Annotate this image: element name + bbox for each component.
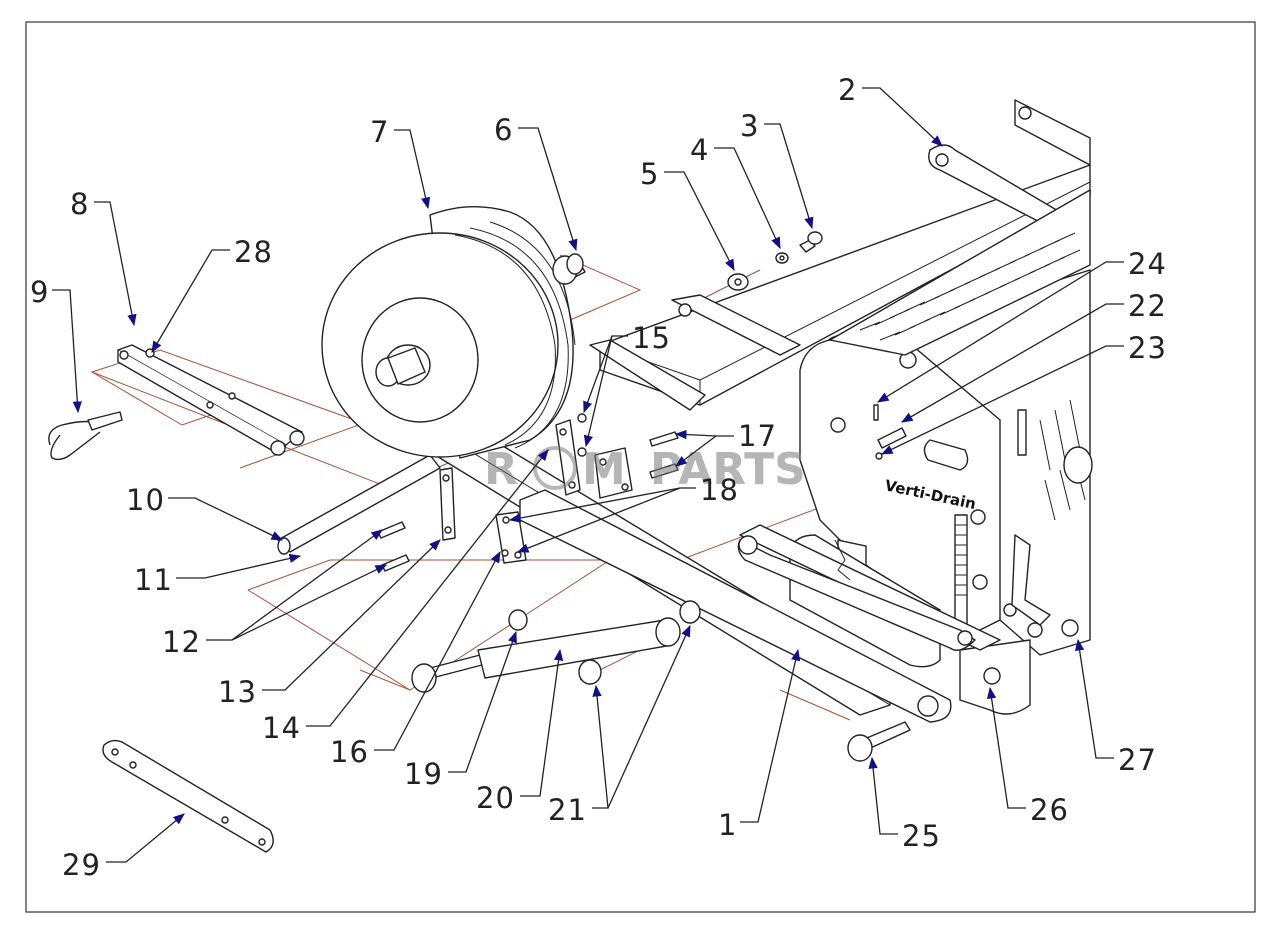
watermark-letter-m: M — [582, 444, 626, 495]
watermark-letter-r: R — [484, 444, 518, 495]
left-rail — [117, 344, 305, 456]
callout-10: 10 — [126, 483, 165, 517]
leader-21b — [607, 624, 691, 809]
callout-28: 28 — [234, 235, 273, 269]
callout-2: 2 — [838, 73, 857, 107]
pivot-pin — [847, 721, 911, 762]
callout-18: 18 — [700, 473, 739, 507]
leader-10 — [168, 497, 284, 541]
guard-slots — [859, 232, 1081, 341]
leader-11 — [176, 553, 302, 579]
leader-20 — [520, 648, 564, 797]
callout-27: 27 — [1118, 743, 1157, 777]
leader-2 — [862, 87, 943, 147]
leader-22 — [900, 303, 1124, 423]
leader-5 — [664, 171, 735, 272]
callout-5: 5 — [640, 157, 659, 191]
fasteners-top — [727, 231, 823, 291]
callout-29: 29 — [62, 848, 101, 882]
watermark-logo-ring — [533, 446, 577, 490]
callout-20: 20 — [476, 781, 515, 815]
clip-23 — [875, 452, 883, 460]
bolt-24 — [873, 404, 879, 421]
callout-11: 11 — [134, 563, 173, 597]
callout-9: 9 — [30, 275, 49, 309]
callout-4: 4 — [690, 133, 709, 167]
wheel-assembly — [321, 206, 586, 459]
leader-6 — [518, 127, 578, 252]
callout-23: 23 — [1128, 331, 1167, 365]
leader-19 — [448, 630, 517, 773]
watermark: R M PARTS — [484, 444, 806, 495]
leader-26 — [986, 686, 1026, 809]
callout-8: 8 — [70, 187, 89, 221]
leader-24 — [877, 261, 1124, 403]
leader-7 — [394, 129, 431, 210]
callout-12: 12 — [162, 625, 201, 659]
callout-26: 26 — [1030, 793, 1069, 827]
leader-17a — [674, 429, 734, 440]
leader-8 — [94, 201, 137, 327]
leader-4 — [714, 147, 781, 250]
leader-1 — [740, 648, 801, 823]
leader-15b — [583, 335, 613, 448]
leader-16 — [374, 550, 501, 751]
callout-17: 17 — [738, 419, 777, 453]
callout-19: 19 — [404, 757, 443, 791]
callout-22: 22 — [1128, 289, 1167, 323]
callout-25: 25 — [902, 819, 941, 853]
pin-22 — [877, 427, 907, 449]
drawing-frame — [25, 21, 1256, 913]
callout-7: 7 — [370, 115, 389, 149]
leader-12b — [231, 564, 388, 641]
callout-13: 13 — [218, 675, 257, 709]
link-plate — [102, 739, 274, 853]
hydraulic-cylinder — [411, 600, 701, 693]
leader-23 — [880, 345, 1124, 455]
leader-17b — [675, 435, 717, 467]
callout-3: 3 — [740, 109, 759, 143]
nut-27 — [1061, 619, 1079, 637]
callout-21: 21 — [548, 793, 587, 827]
callout-15: 15 — [632, 321, 671, 355]
leader-27 — [1074, 638, 1114, 759]
callout-16: 16 — [330, 735, 369, 769]
callout-14: 14 — [262, 711, 301, 745]
leader-28 — [151, 249, 230, 354]
callout-6: 6 — [494, 113, 513, 147]
leader-9 — [52, 289, 82, 414]
leader-21a — [592, 684, 609, 809]
linkage-arm — [737, 524, 1051, 651]
leader-25 — [868, 756, 898, 835]
main-frame — [277, 99, 1091, 723]
callout-24: 24 — [1128, 247, 1167, 281]
leader-18b — [516, 487, 681, 553]
callouts: 1 2 3 4 5 6 7 8 9 10 11 12 — [30, 73, 1167, 882]
leader-3 — [764, 123, 814, 230]
callout-1: 1 — [718, 808, 737, 842]
side-slots — [1039, 399, 1086, 521]
lynch-pin — [48, 411, 123, 461]
watermark-parts: PARTS — [650, 444, 806, 495]
leader-29 — [106, 813, 185, 863]
leader-14 — [306, 449, 549, 727]
leader-13 — [262, 539, 441, 691]
